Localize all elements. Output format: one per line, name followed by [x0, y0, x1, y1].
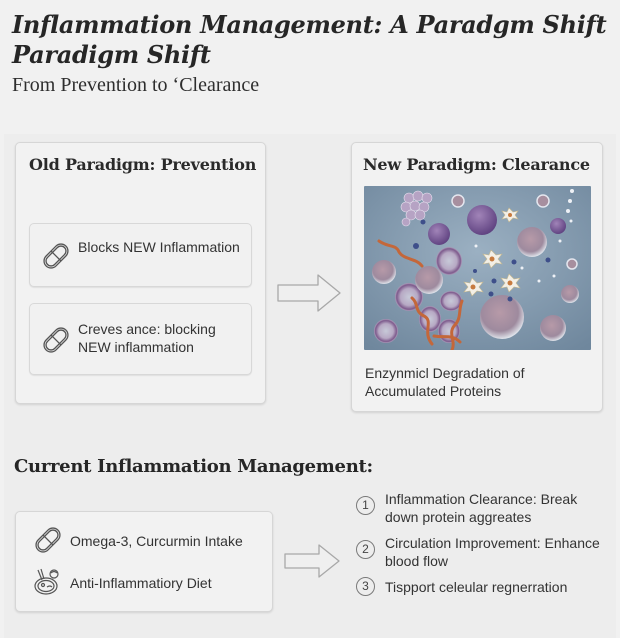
step-number-badge: 3 — [356, 577, 375, 596]
current-management-heading: Current Inflammation Management: — [14, 456, 373, 477]
pill-icon — [43, 327, 69, 353]
header: Inflammation Management: A Paradgm Shift… — [12, 10, 612, 98]
current-management-card: Omega-3, Curcurmin Intake Anti-Inflammat… — [15, 511, 273, 612]
old-paradigm-title: Old Paradigm: Prevention — [29, 155, 257, 174]
page-title: Inflammation Management: A Paradgm Shift… — [12, 10, 607, 69]
step-item: 3 Tispport celeular regnerration — [354, 577, 614, 608]
new-paradigm-title: New Paradigm: Clearance — [363, 155, 590, 174]
step-number-badge: 1 — [356, 496, 375, 515]
current-item-text: Omega-3, Curcurmin Intake — [70, 533, 243, 549]
step-item: 1 Inflammation Clearance: Break down pro… — [354, 490, 614, 534]
current-item-text: Anti-Inflammatiory Diet — [70, 575, 212, 591]
new-paradigm-caption: Enzynmicl Degradation of Accumulated Pro… — [365, 365, 525, 399]
step-number-badge: 2 — [356, 540, 375, 559]
step-text: Inflammation Clearance: Break down prote… — [385, 491, 578, 525]
current-item: Anti-Inflammatiory Diet — [32, 566, 267, 600]
pill-icon — [35, 527, 61, 553]
cell-illustration — [364, 186, 591, 350]
new-paradigm-card: New Paradigm: Clearance — [351, 142, 603, 412]
old-paradigm-card: Old Paradigm: Prevention Blocks NEW Infl… — [15, 142, 266, 404]
pill-icon — [43, 243, 69, 269]
old-paradigm-item: Blocks NEW Inflammation — [29, 223, 252, 287]
step-text: Tispport celeular regnerration — [385, 579, 568, 595]
old-paradigm-item: Creves ance: blocking NEW inflammation — [29, 303, 252, 375]
current-item: Omega-3, Curcurmin Intake — [32, 524, 267, 558]
food-bowl-icon — [34, 568, 59, 595]
steps-list: 1 Inflammation Clearance: Break down pro… — [354, 490, 614, 608]
old-paradigm-item-text: Creves ance: blocking NEW inflammation — [78, 321, 216, 355]
arrow-right-icon — [277, 274, 341, 312]
step-item: 2 Circulation Improvement: Enhance blood… — [354, 534, 614, 578]
page-subtitle: From Prevention to ‘Clearance — [12, 74, 260, 96]
arrow-right-icon — [284, 544, 340, 578]
old-paradigm-item-text: Blocks NEW Inflammation — [78, 239, 240, 255]
step-text: Circulation Improvement: Enhance blood f… — [385, 535, 600, 569]
